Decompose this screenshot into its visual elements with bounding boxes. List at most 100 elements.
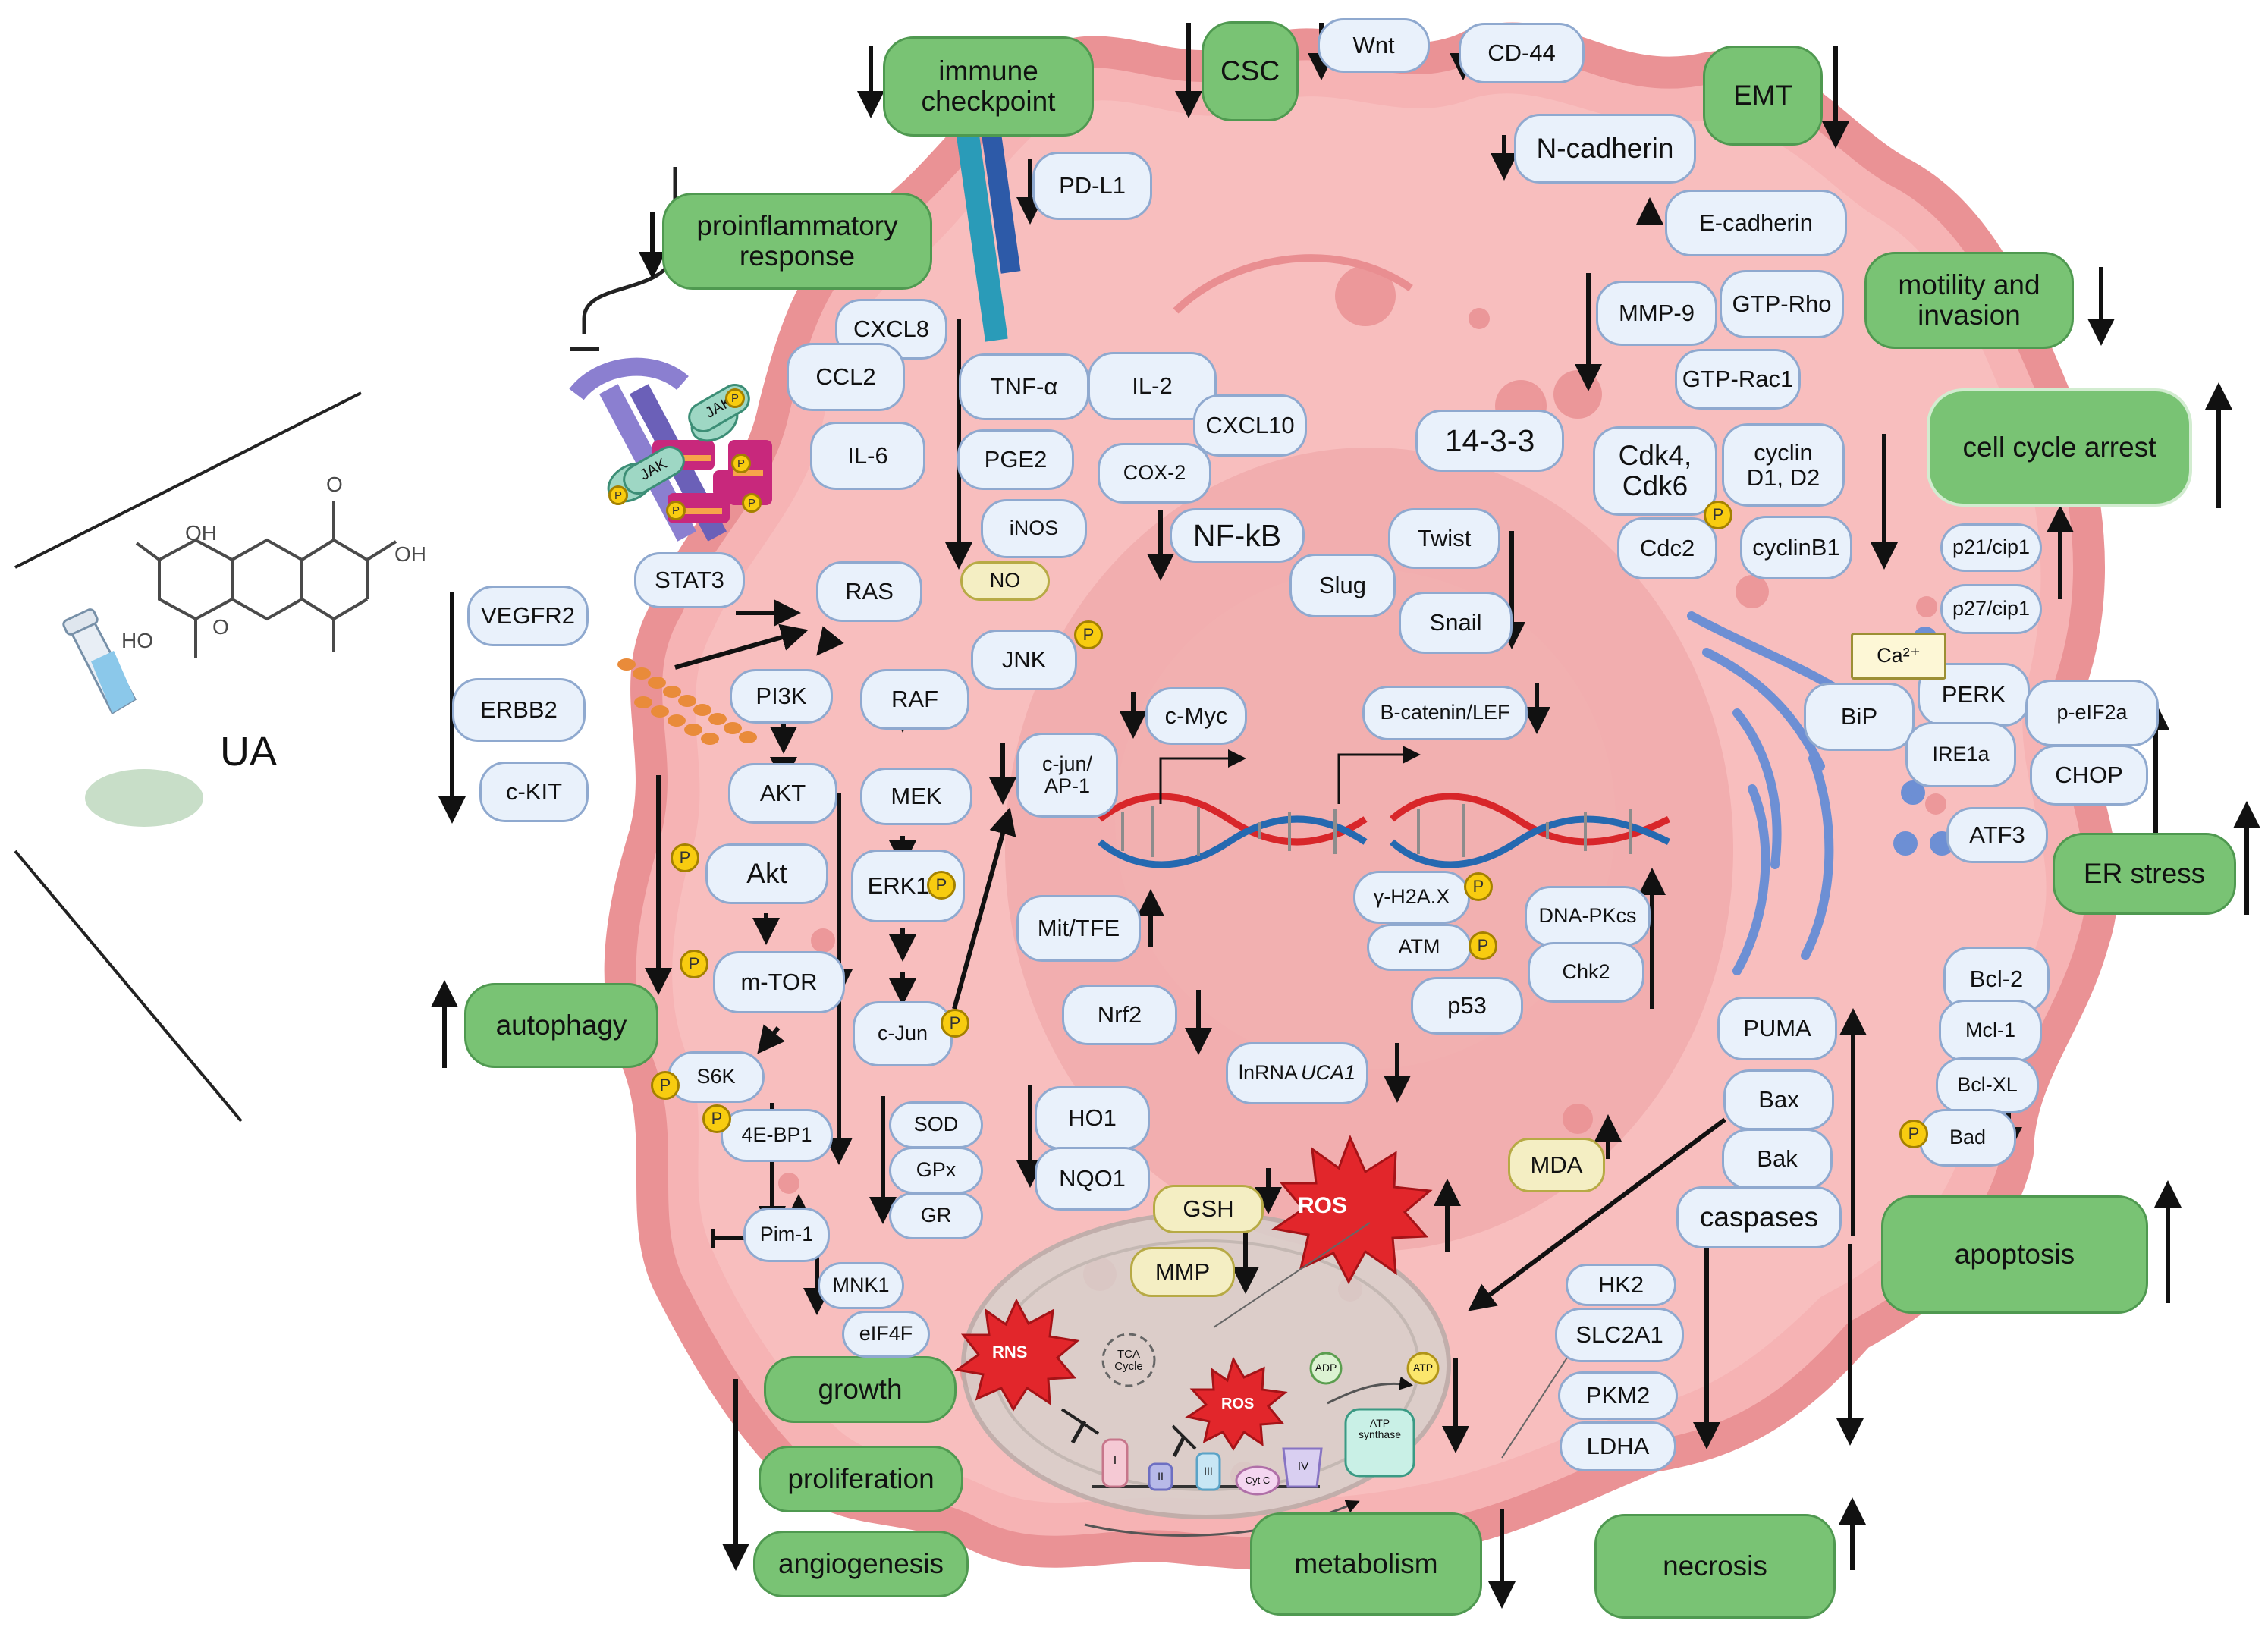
phospho-cdc2-icon: P [1704,501,1732,529]
ccl2-node: CCL2 [787,343,905,411]
phospho-mtor-icon: P [680,950,708,978]
no-node: NO [960,561,1050,601]
gpx-node: GPx [889,1147,983,1194]
complex-i-label: I [1113,1454,1117,1468]
ros-small-burst-icon [1185,1356,1288,1451]
lnrna-uca1-node: lnRNA UCA1 [1226,1042,1368,1104]
cyclin-d1-d2-node: cyclin D1, D2 [1722,423,1845,507]
cdk4-cdk6-node: Cdk4, Cdk6 [1593,426,1717,516]
caspases-node: caspases [1676,1186,1842,1248]
wnt-node: Wnt [1318,18,1430,73]
pd1-receptor-icon [953,113,1021,342]
nf-kb-node: NF-kB [1170,508,1305,563]
autophagy-label: autophagy [464,983,658,1068]
inos-node: iNOS [981,499,1087,558]
c-jun-node: c-Jun [853,1001,953,1066]
motility-invasion-label: motility and invasion [1864,252,2074,349]
mit-tfe-node: Mit/TFE [1016,895,1141,962]
phospho-atm-icon: P [1469,931,1497,960]
phospho-bad-icon: P [1899,1120,1928,1148]
cyclin-b1-node: cyclinB1 [1740,516,1852,579]
atf3-node: ATF3 [1946,807,2048,863]
bad-node: Bad [1919,1109,2016,1167]
compound-panel: OH O OH HO O [14,391,426,1123]
sod-node: SOD [889,1101,983,1148]
ua-structure-icon [135,501,397,658]
cxcl10-node: CXCL10 [1193,394,1307,457]
test-tube-icon [62,608,137,715]
atp-label: ATP [1412,1361,1434,1374]
slc2a1-node: SLC2A1 [1555,1308,1684,1362]
ros-big-label: ROS [1298,1193,1348,1218]
gtp-rho-node: GTP-Rho [1720,270,1844,338]
phospho-s6k-icon: P [651,1071,680,1100]
ras-node: RAS [816,561,922,622]
nrf2-node: Nrf2 [1062,985,1177,1045]
mmp9-node: MMP-9 [1596,281,1717,346]
bcl2-node: Bcl-2 [1943,947,2050,1012]
ho1-node: HO1 [1035,1086,1150,1150]
csc-label: CSC [1202,21,1299,121]
phospho-jak-left-icon: P [608,485,628,505]
c-kit-node: c-KIT [479,762,589,822]
dna-helix [1098,746,1671,868]
ros-small-label: ROS [1221,1396,1255,1412]
phospho-jak-right-icon: P [725,388,745,408]
akt-phospho-node: Akt [705,843,828,904]
phospho-4ebp1-icon: P [702,1104,731,1133]
growth-label: growth [764,1356,957,1423]
chk2-node: Chk2 [1528,942,1644,1003]
compound-label: UA [220,729,278,774]
p53-node: p53 [1411,977,1523,1035]
immune-checkpoint-label: immune checkpoint [883,36,1094,137]
erbb2-node: ERBB2 [452,678,586,742]
phospho-h2ax-icon: P [1464,872,1493,901]
mek-node: MEK [860,768,972,825]
tca-cycle-label: TCA Cycle [1114,1347,1143,1373]
complex-iii-label: III [1204,1465,1213,1478]
powder-icon [85,769,203,827]
beta-catenin-lef-node: B-catenin/LEF [1362,686,1528,740]
akt-node: AKT [728,763,837,824]
raf-node: RAF [860,669,969,730]
cd44-node: CD-44 [1459,23,1585,83]
atm-node: ATM [1367,924,1472,971]
phospho-cjun-icon: P [941,1009,969,1038]
angiogenesis-label: angiogenesis [753,1531,969,1597]
twist-node: Twist [1388,508,1500,569]
svg-text:O: O [212,615,229,639]
proliferation-label: proliferation [759,1446,963,1512]
eif4f-node: eIF4F [842,1311,930,1358]
s6k-node: S6K [668,1051,765,1103]
ire1a-node: IRE1a [1905,722,2016,787]
bax-node: Bax [1723,1069,1834,1130]
complex-ii-label: II [1158,1470,1164,1483]
calcium-node: Ca²⁺ [1851,633,1946,680]
bcl-xl-node: Bcl-XL [1936,1057,2039,1113]
metabolism-label: metabolism [1250,1512,1482,1616]
ros-burst-icon [1271,1135,1433,1285]
cdc2-node: Cdc2 [1617,517,1717,579]
necrosis-label: necrosis [1594,1514,1836,1619]
phospho-receptor-3-icon: P [742,493,762,513]
puma-node: PUMA [1717,997,1837,1060]
n-cadherin-node: N-cadherin [1514,114,1696,184]
vegfr2-node: VEGFR2 [467,586,589,646]
mcl1-node: Mcl-1 [1939,1000,2042,1062]
atp-synthase-label: ATP synthase [1358,1416,1402,1440]
p-eif2a-node: p-eIF2a [2025,680,2159,746]
4e-bp1-node: 4E-BP1 [721,1109,833,1162]
complex-iv-label: IV [1297,1459,1309,1473]
p21-cip1-node: p21/cip1 [1940,523,2042,572]
cyt-c-label: Cyt C [1245,1474,1271,1486]
pd-l1-node: PD-L1 [1032,152,1152,220]
etc-complexes [1060,1352,1440,1496]
mda-node: MDA [1508,1138,1605,1192]
bak-node: Bak [1722,1129,1833,1189]
phospho-akt-icon: P [671,843,699,872]
tnf-alpha-node: TNF-α [959,353,1089,420]
pge2-node: PGE2 [957,429,1074,490]
mtor-node: m-TOR [713,951,845,1013]
il6-node: IL-6 [810,422,925,490]
